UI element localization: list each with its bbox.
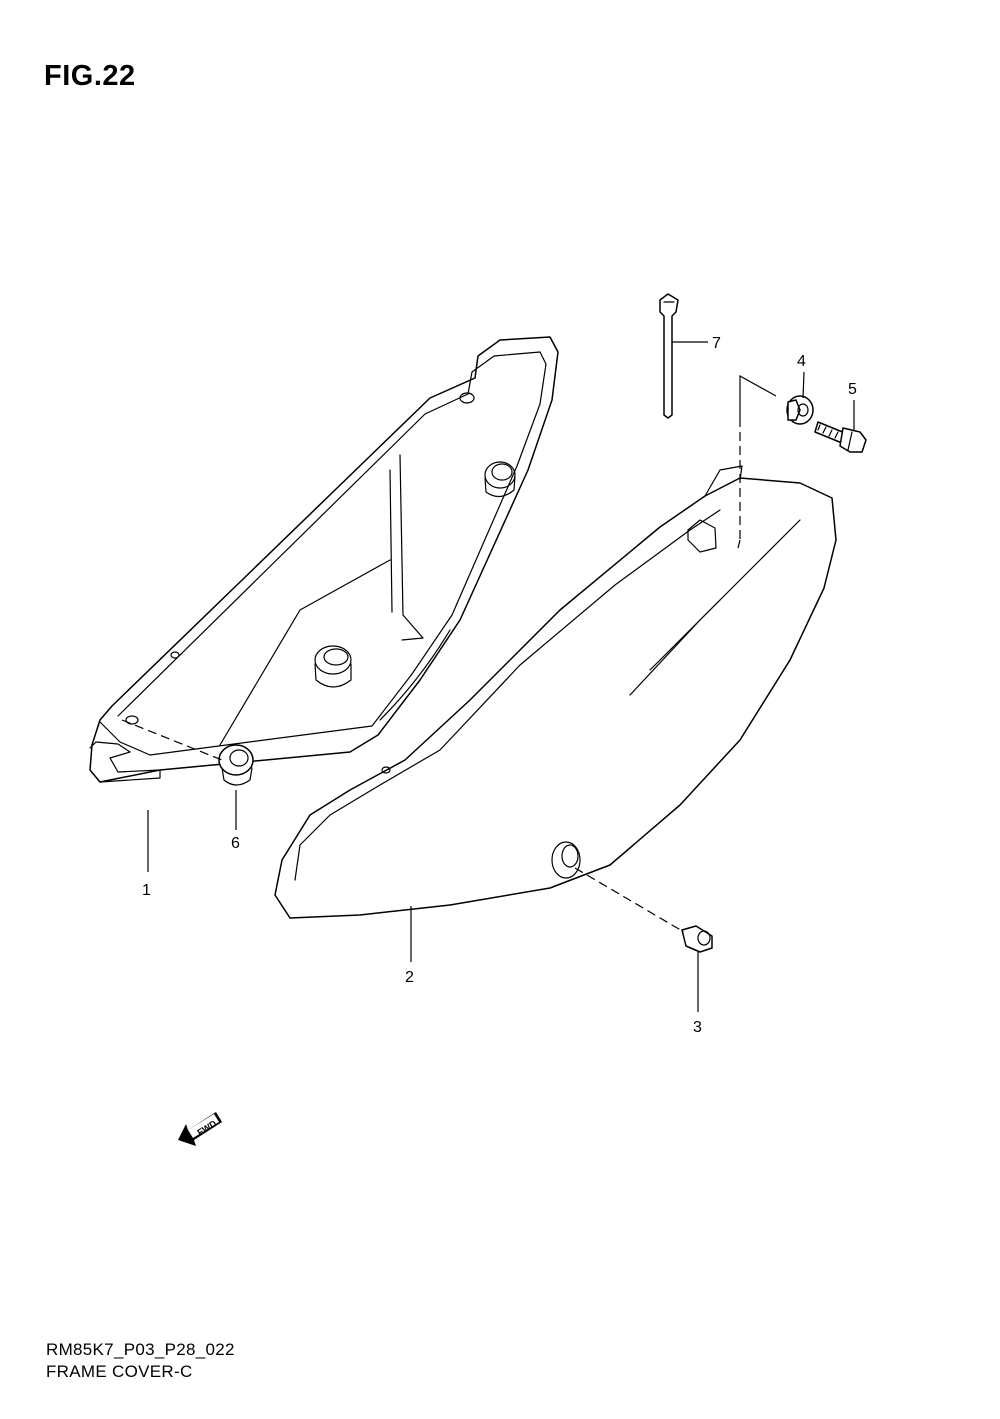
part-1-frame-cover-left[interactable] xyxy=(89,336,559,783)
callout-7: 7 xyxy=(712,335,721,352)
callout-5: 5 xyxy=(848,381,857,398)
part-2-frame-cover-right[interactable] xyxy=(274,465,837,919)
callout-6: 6 xyxy=(231,835,240,852)
callout-1: 1 xyxy=(142,882,151,899)
figure-name: FRAME COVER-C xyxy=(46,1362,193,1381)
figure-title: FIG.22 xyxy=(44,60,136,92)
part-4-collar[interactable] xyxy=(786,395,814,425)
forward-arrow-icon: FWD xyxy=(178,1112,222,1146)
leader-lines xyxy=(147,341,855,1012)
figure-code: RM85K7_P03_P28_022 xyxy=(46,1340,235,1359)
callout-3: 3 xyxy=(693,1019,702,1036)
part-3-grommet[interactable] xyxy=(681,925,713,953)
part-5-bolt[interactable] xyxy=(814,421,867,453)
part-7-cable-tie[interactable] xyxy=(659,293,679,419)
callout-2: 2 xyxy=(405,969,414,986)
part-6-grommet[interactable] xyxy=(218,744,254,786)
callout-4: 4 xyxy=(797,353,806,370)
assembly-lines xyxy=(121,374,777,933)
